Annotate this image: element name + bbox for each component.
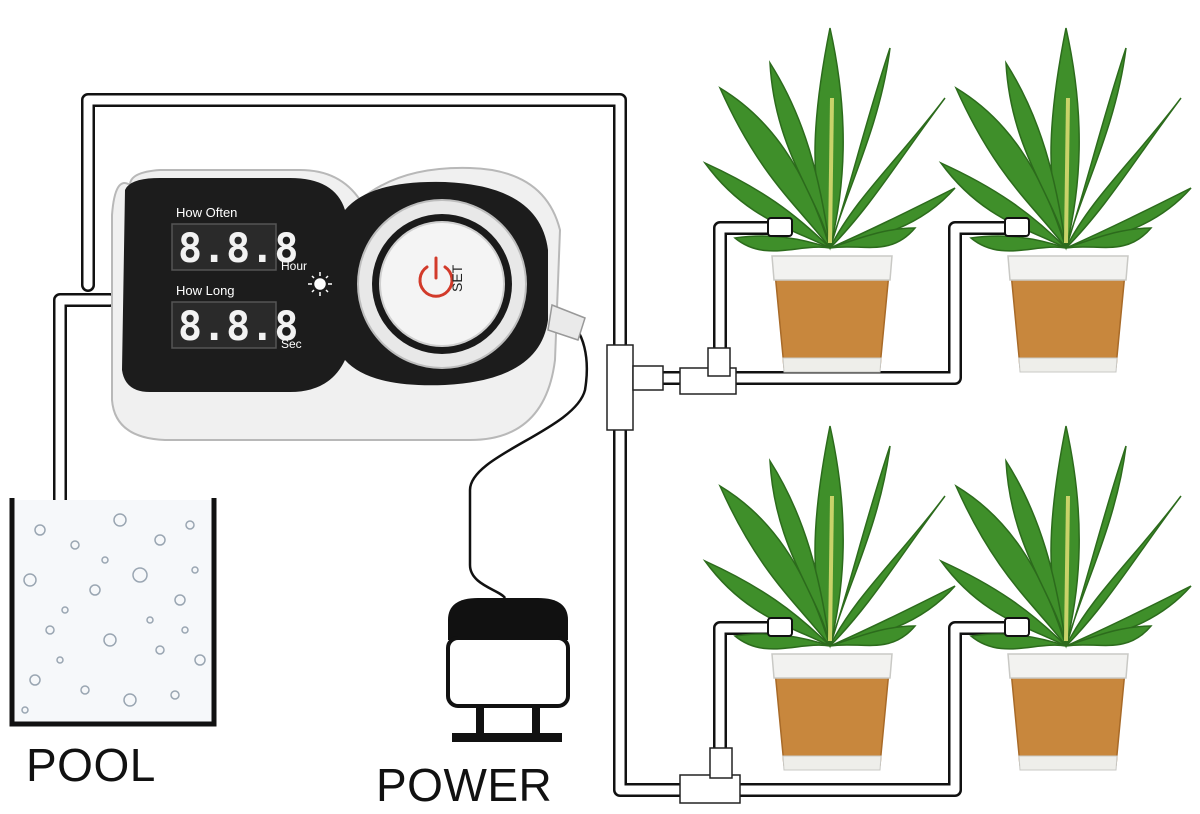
pool-label: POOL — [26, 739, 156, 791]
plant-pot-icon — [703, 424, 957, 771]
power-cord — [468, 316, 589, 599]
tee-connectors — [606, 344, 741, 804]
set-button-label: SET — [449, 264, 465, 292]
drip-valves — [767, 217, 1030, 637]
power-icon — [418, 256, 454, 298]
power-adapter-icon — [446, 598, 570, 742]
how-often-unit: Hour — [281, 259, 307, 273]
how-long-display: 8.8.8 — [178, 304, 298, 350]
set-button[interactable]: SET — [357, 199, 527, 369]
plant-pot-icon — [939, 424, 1193, 771]
power-label: POWER — [376, 759, 553, 811]
controller-device: How Often 8.8.8 Hour How Long 8.8.8 Sec … — [111, 166, 586, 441]
how-often-display: 8.8.8 — [178, 226, 298, 272]
plant-pot-icon — [939, 26, 1193, 373]
how-often-label: How Often — [176, 205, 237, 220]
plant-pot-icon — [703, 26, 957, 373]
how-long-label: How Long — [176, 283, 235, 298]
pool-container — [9, 498, 217, 727]
tubing — [53, 93, 1017, 797]
brightness-icon — [308, 272, 332, 296]
how-long-unit: Sec — [281, 337, 302, 351]
